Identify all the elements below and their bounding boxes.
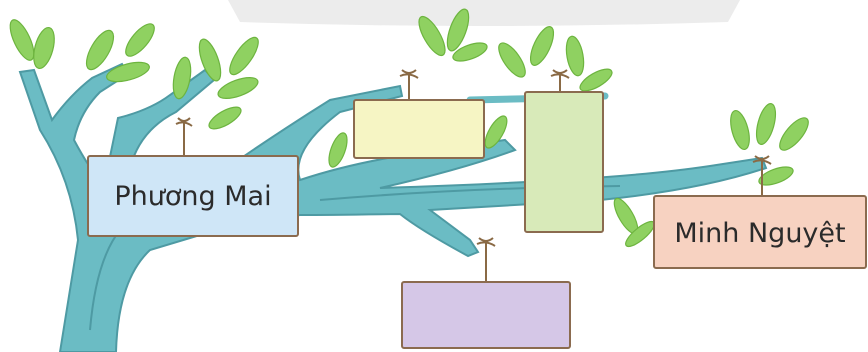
- name-label: Phương Mai: [114, 181, 271, 212]
- name-card-minh-nguyet: Minh Nguyệt: [654, 196, 866, 268]
- leaf: [775, 114, 813, 155]
- name-card-green-blank: [525, 92, 603, 232]
- name-card-yellow-blank: [354, 100, 484, 158]
- top-banner: [228, 0, 740, 26]
- leaf: [225, 33, 263, 78]
- leaf: [325, 131, 350, 170]
- leaf: [753, 102, 779, 147]
- name-card-purple-blank: [402, 282, 570, 348]
- name-card-phuong-mai: Phương Mai: [88, 156, 298, 236]
- leaf: [81, 26, 119, 73]
- leaf: [105, 59, 152, 86]
- name-label: Minh Nguyệt: [674, 218, 845, 249]
- leaf: [206, 103, 244, 133]
- leaf: [30, 25, 58, 70]
- leaf: [216, 73, 261, 102]
- leaf: [494, 39, 530, 81]
- leaf: [526, 24, 558, 69]
- leaf: [727, 109, 753, 152]
- leaf: [121, 20, 159, 61]
